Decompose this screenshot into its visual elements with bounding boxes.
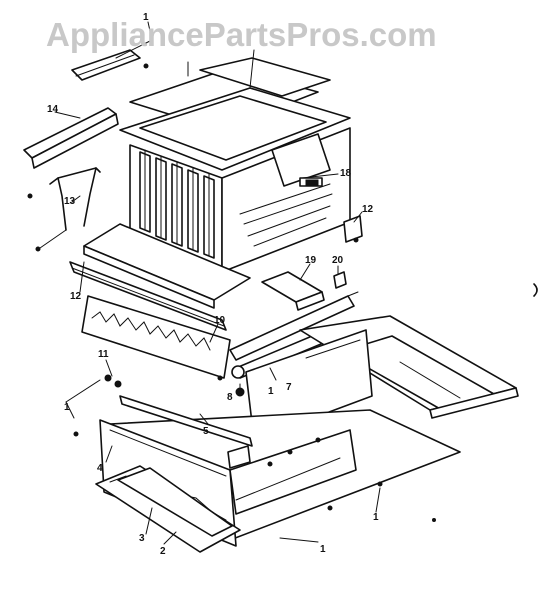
- callout-11: 11: [98, 349, 109, 360]
- right-pan: [245, 315, 519, 441]
- top-rail-part: [71, 49, 141, 81]
- callout-12-right: 12: [362, 204, 374, 215]
- callout-3: 3: [139, 533, 145, 544]
- burner-housing-box: [119, 87, 351, 273]
- callout-10: 10: [214, 315, 226, 326]
- clip-part-20: [333, 271, 347, 289]
- front-channel-part-12: [69, 261, 227, 331]
- callout-4: 4: [97, 463, 103, 474]
- callout-1-bottom: 1: [320, 544, 326, 555]
- callout-1-left: 1: [64, 402, 70, 413]
- callout-13: 13: [64, 196, 76, 207]
- leader-lines: [54, 21, 381, 545]
- callout-5: 5: [203, 426, 209, 437]
- base-pan-part-2: [95, 465, 241, 553]
- support-bar-part-5: [119, 395, 253, 469]
- callout-18: 18: [340, 168, 352, 179]
- callout-2: 2: [160, 546, 166, 557]
- burner-base-plate: [83, 223, 251, 309]
- clip-part-12-right: [343, 215, 363, 243]
- callout-8: 8: [227, 392, 233, 403]
- callout-1-mid: 1: [268, 386, 274, 397]
- callout-1-lower: 1: [373, 512, 379, 523]
- side-rail-part-14: [23, 107, 119, 169]
- burner-tray-part-10: [81, 295, 231, 379]
- callout-12-left: 12: [70, 291, 82, 302]
- bracket-part-13: [35, 167, 101, 252]
- screw-set: [27, 63, 436, 522]
- stray-mark: [533, 283, 538, 297]
- callout-14: 14: [47, 104, 59, 115]
- callout-1-top: 1: [143, 12, 149, 23]
- callout-19: 19: [305, 255, 317, 266]
- callout-7: 7: [286, 382, 292, 393]
- callout-20: 20: [332, 255, 344, 266]
- watermark-text: AppliancePartsPros.com: [46, 16, 437, 53]
- side-bracket-part-19: [261, 271, 325, 311]
